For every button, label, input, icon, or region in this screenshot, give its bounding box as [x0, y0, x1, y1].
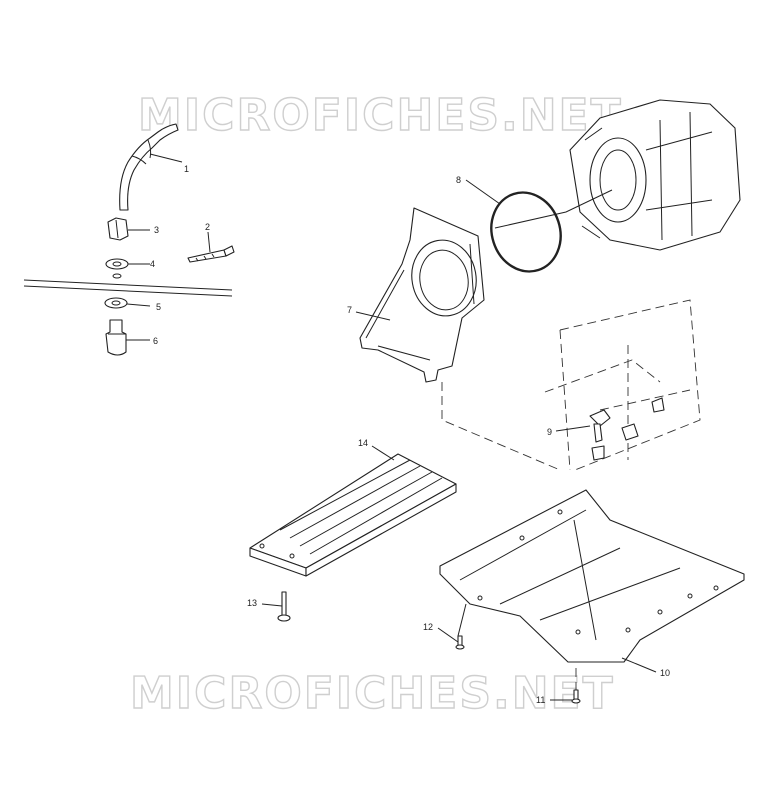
plug-icon [589, 409, 611, 443]
callout-11: 11 [536, 695, 545, 705]
screw-icon [571, 689, 581, 704]
hull-line [23, 279, 233, 297]
washer-icon [104, 297, 128, 309]
callout-2: 2 [205, 222, 210, 232]
plate-icon [439, 489, 745, 663]
callout-8: 8 [456, 175, 461, 185]
callout-5: 5 [156, 302, 161, 312]
watermark-bottom: MICROFICHES.NET [130, 668, 615, 719]
engine-housing-icon [569, 99, 741, 251]
pad-icon [249, 453, 457, 577]
callout-10: 10 [660, 668, 670, 678]
callout-4: 4 [150, 259, 155, 269]
hose-icon [119, 123, 179, 211]
leader-dashed [441, 382, 561, 471]
hull-cavity-outline [544, 299, 701, 471]
callout-12: 12 [423, 622, 433, 632]
callout-13: 13 [247, 598, 257, 608]
callout-1: 1 [184, 164, 189, 174]
screw-icon [455, 635, 465, 650]
callout-3: 3 [154, 225, 159, 235]
callout-7: 7 [347, 305, 352, 315]
bracket-icon [359, 207, 485, 383]
fitting-icon [105, 319, 127, 356]
block-icon [591, 397, 665, 461]
o-ring-icon [490, 191, 562, 273]
leader-lines [126, 153, 657, 701]
nut-icon [107, 217, 129, 241]
callout-9: 9 [547, 427, 552, 437]
screw-icon [277, 591, 291, 622]
callout-14: 14 [358, 438, 368, 448]
washer-icon [105, 258, 129, 279]
watermark-top: MICROFICHES.NET [138, 90, 623, 141]
pin-icon [187, 245, 235, 263]
callout-6: 6 [153, 336, 158, 346]
